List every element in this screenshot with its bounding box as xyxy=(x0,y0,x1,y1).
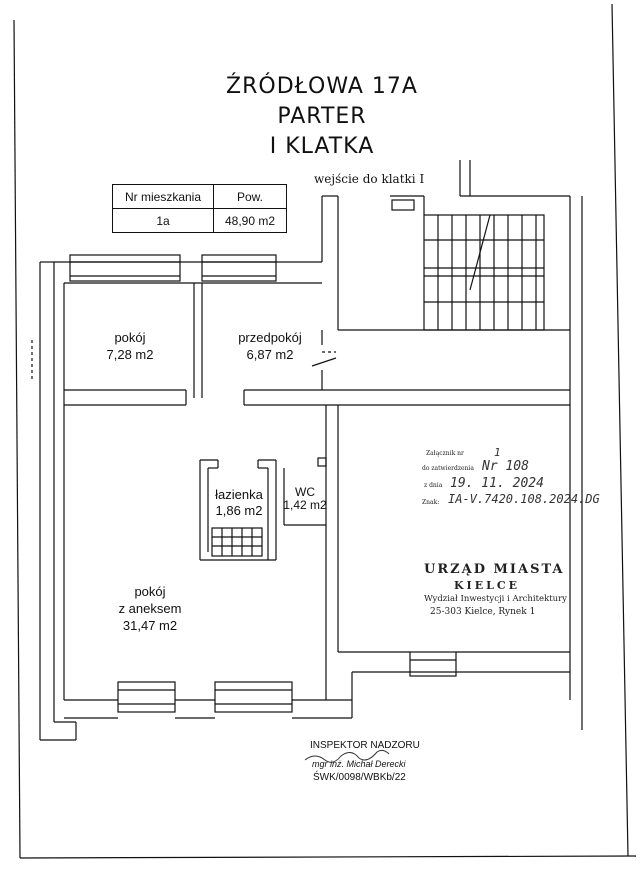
approval-line3-value: 19. 11. 2024 xyxy=(450,476,544,491)
office-stamp-line4: 25-303 Kielce, Rynek 1 xyxy=(430,607,536,617)
room-lazienka-name: łazienka xyxy=(215,487,263,502)
window-top-left xyxy=(69,254,181,282)
room-pokoj-aneks-area: 31,47 m2 xyxy=(122,618,178,633)
table-cell-pow: 48,90 m2 xyxy=(213,208,287,233)
room-pokoj-aneks-name: pokój xyxy=(134,584,166,599)
room-pokoj-area: 7,28 m2 xyxy=(106,347,154,362)
window-bottom-middle xyxy=(214,681,293,713)
room-lazienka-area: 1,86 m2 xyxy=(215,503,263,518)
wall-pokoj-przedpokoj xyxy=(64,283,338,406)
approval-line2-label: do zatwierdzenia xyxy=(422,465,474,472)
room-pokoj-aneks-sub: z aneksem xyxy=(118,601,182,616)
room-przedpokoj-name: przedpokój xyxy=(238,330,302,345)
title-staircase: I KLATKA xyxy=(269,134,375,159)
approval-line4-value: IA-V.7420.108.2024.DG xyxy=(448,492,600,506)
approval-line3-label: z dnia xyxy=(424,482,443,489)
approval-line1-value: 1 xyxy=(494,446,501,459)
room-pokoj-name: pokój xyxy=(114,330,146,345)
room-przedpokoj-area: 6,87 m2 xyxy=(246,347,294,362)
office-stamp-line2: KIELCE xyxy=(454,579,520,592)
approval-line4-label: Znak: xyxy=(422,499,440,506)
approval-line1-label: Załącznik nr xyxy=(426,450,464,457)
table-header-pow: Pow. xyxy=(213,184,287,209)
entrance-door xyxy=(311,330,337,390)
table-cell-nr: 1a xyxy=(112,208,214,233)
window-top-middle xyxy=(201,254,277,282)
room-wc-area: 1,42 m2 xyxy=(283,498,327,512)
table-header-nr: Nr mieszkania xyxy=(112,184,214,209)
inspector-line3: ŚWK/0098/WBKb/22 xyxy=(313,772,406,783)
inspector-line1: INSPEKTOR NADZORU xyxy=(310,740,420,751)
bathroom-walls xyxy=(199,457,327,561)
title-street: ŹRÓDŁOWA 17A xyxy=(226,74,418,99)
inspector-signature xyxy=(304,749,390,763)
title-floor: PARTER xyxy=(277,104,367,129)
approval-line2-value: Nr 108 xyxy=(482,459,529,474)
window-bottom-left xyxy=(117,681,176,713)
office-stamp-line3: Wydział Inwestycji i Architektury xyxy=(424,594,567,604)
corridor-walls xyxy=(325,196,583,700)
apartment-table: Nr mieszkania Pow. 1a 48,90 m2 xyxy=(112,184,287,233)
office-stamp-line1: URZĄD MIASTA xyxy=(424,562,565,577)
staircase xyxy=(390,160,570,331)
window-bottom-right xyxy=(409,651,457,677)
page-frame xyxy=(13,3,637,859)
room-wc-name: WC xyxy=(295,485,315,499)
inspector-line2: mgr inż. Michał Derecki xyxy=(312,759,406,769)
left-exterior-wall xyxy=(31,261,77,741)
entrance-label: wejście do klatki I xyxy=(314,172,425,186)
bottom-wall xyxy=(64,651,583,730)
